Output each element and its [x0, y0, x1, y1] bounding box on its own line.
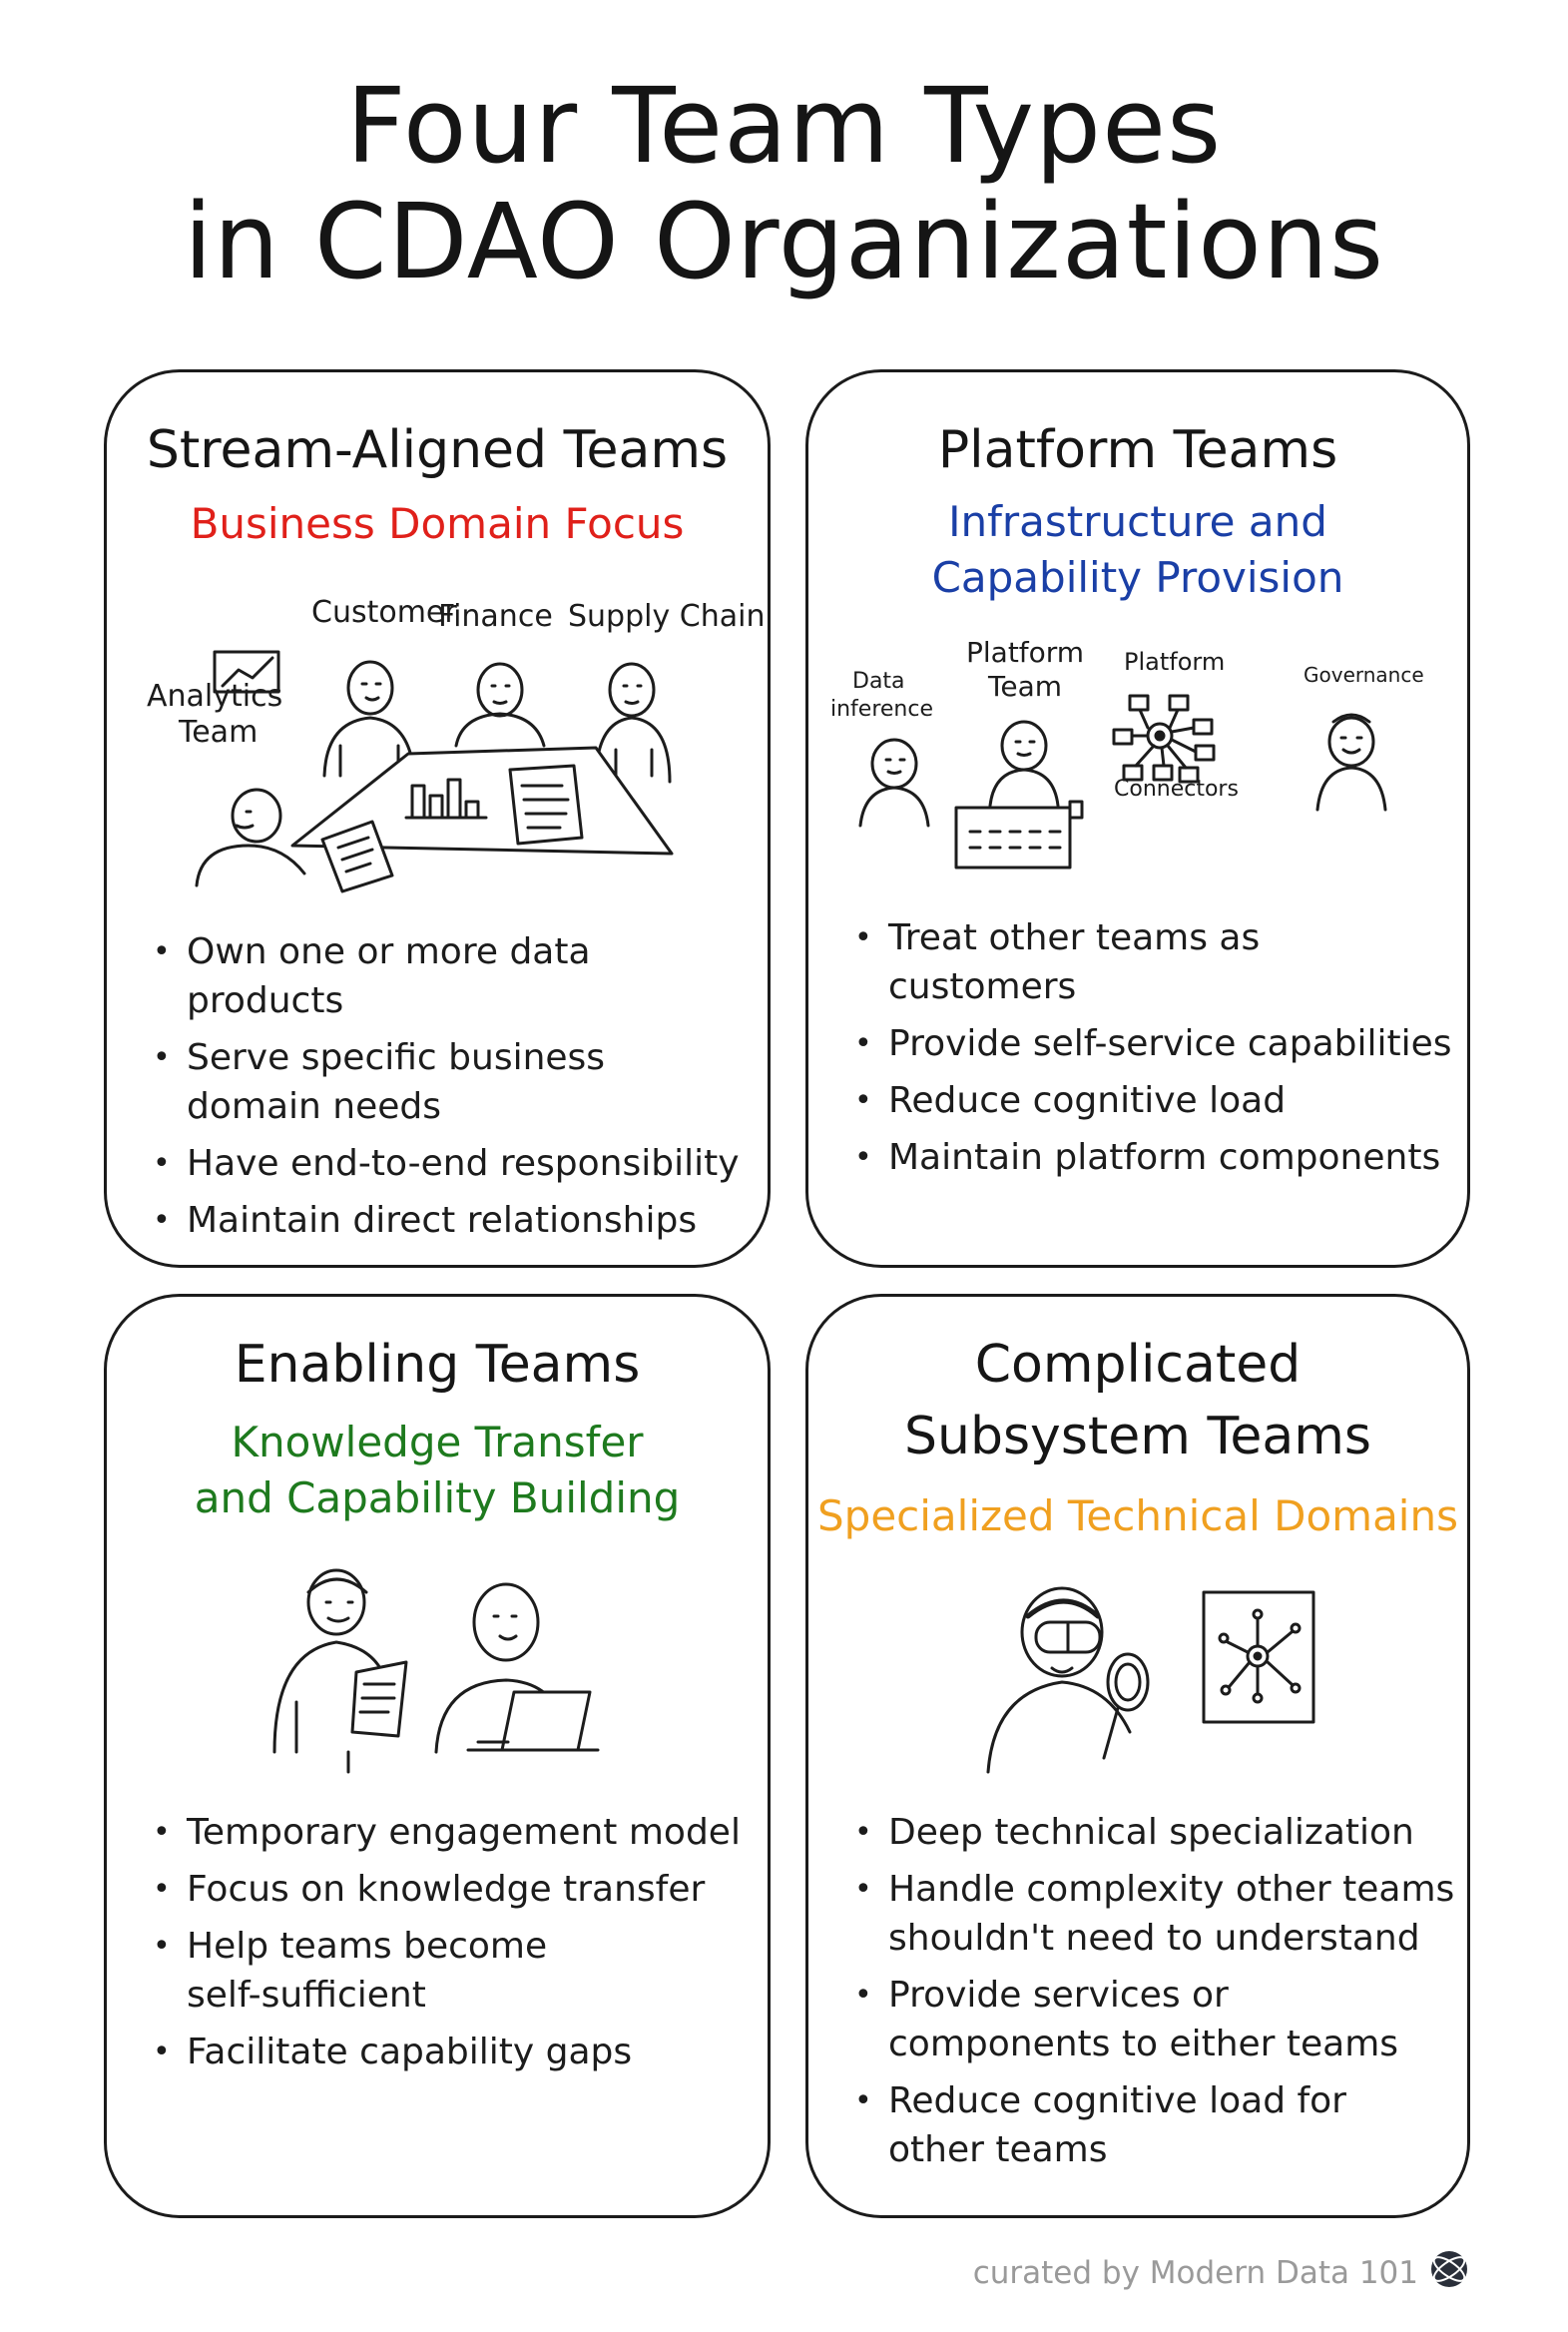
label-inference: inference [830, 697, 933, 722]
data-inference-person-icon [858, 738, 930, 828]
page-title: Four Team Types in CDAO Organizations [0, 68, 1568, 299]
stream-aligned-card: Stream-Aligned Teams Business Domain Foc… [104, 369, 771, 1268]
card-title-line-1: Complicated [974, 1335, 1302, 1395]
globe-logo-icon [1428, 2248, 1470, 2298]
magnifying-glass-icon [1102, 1652, 1150, 1760]
team-meeting-illustration: Customer Finance Supply Chain Analytics … [127, 586, 765, 893]
card-title: Platform Teams [937, 420, 1338, 480]
card-subtitle-line-1: Knowledge Transfer [231, 1418, 644, 1466]
paper-icon [350, 1660, 408, 1738]
title-line-2: in CDAO Organizations [183, 181, 1385, 302]
label-team: Team [178, 715, 258, 750]
laptop-icon [466, 1690, 600, 1752]
complicated-subsystem-card: Complicated Subsystem Teams Specialized … [805, 1294, 1470, 2218]
bullet-item: Have end-to-end responsibility [153, 1139, 752, 1188]
circuit-board-icon [1202, 1590, 1315, 1724]
bullet-item: Treat other teams as customers [854, 913, 1453, 1011]
report-sheet-icon [320, 820, 394, 893]
card-title: Stream-Aligned Teams [146, 420, 729, 480]
bullet-continuation: components to either teams [888, 2024, 1399, 2064]
connectors-network-icon [1112, 694, 1216, 784]
bullet-item: Provide services or [854, 1971, 1457, 2020]
card-title: Enabling Teams [234, 1335, 641, 1395]
bullet-item: Reduce cognitive load [854, 1076, 1453, 1125]
card-subtitle-line-2: and Capability Building [194, 1473, 681, 1522]
document-icon [508, 764, 584, 846]
enabling-card: Enabling Teams Knowledge Transfer and Ca… [104, 1294, 771, 2218]
platform-card: Platform Teams Infrastructure and Capabi… [805, 369, 1470, 1268]
coaching-illustration [257, 1552, 636, 1792]
finance-person-icon [454, 662, 546, 748]
bullet-continuation: other teams [888, 2129, 1108, 2170]
bar-chart-icon [404, 778, 488, 820]
bullet-item: Temporary engagement model [153, 1808, 762, 1857]
bullet-item: Reduce cognitive load for [854, 2076, 1457, 2125]
footer-credit: curated by Modern Data 101 [973, 2248, 1470, 2298]
keyboard-icon [954, 800, 1084, 870]
bullet-item: Deep technical specialization [854, 1808, 1457, 1857]
label-finance: Finance [438, 599, 553, 634]
card-subtitle: Business Domain Focus [190, 499, 685, 548]
platform-illustration: Data inference Platform Team Platform Co… [824, 626, 1453, 875]
bullet-continuation: domain needs [187, 1086, 441, 1127]
bullet-item: Focus on knowledge transfer [153, 1865, 762, 1914]
card-subtitle: Specialized Technical Domains [817, 1491, 1458, 1540]
label-data: Data [852, 669, 905, 694]
label-supply-chain: Supply Chain [568, 599, 765, 634]
bullet-continuation: shouldn't need to understand [888, 1918, 1420, 1959]
label-platform: Platform [1124, 648, 1225, 676]
bullet-item: Serve specific business [153, 1033, 752, 1082]
bullet-item: Own one or more data products [153, 927, 752, 1025]
label-platform-team-1: Platform [966, 636, 1084, 669]
specialist-person-icon [986, 1586, 1132, 1774]
bullet-list: Own one or more data products Serve spec… [153, 927, 752, 1253]
bullet-item: Maintain direct relationships [153, 1196, 752, 1245]
label-governance: Governance [1304, 663, 1424, 687]
bullet-list: Treat other teams as customers Provide s… [854, 913, 1453, 1190]
coach-person-icon [272, 1568, 388, 1774]
card-subtitle-line-2: Capability Provision [931, 553, 1344, 602]
label-platform-team-2: Team [987, 670, 1062, 703]
bullet-continuation: self-sufficient [187, 1975, 426, 2016]
governance-person-icon [1315, 713, 1387, 812]
bullet-item: Facilitate capability gaps [153, 2028, 762, 2076]
bullet-list: Temporary engagement model Focus on know… [153, 1808, 762, 2084]
specialist-illustration [958, 1572, 1327, 1792]
card-title-line-2: Subsystem Teams [903, 1407, 1372, 1466]
title-line-1: Four Team Types [345, 65, 1223, 187]
analytics-person-icon [195, 788, 306, 887]
chart-board-icon [213, 650, 280, 694]
bullet-item: Handle complexity other teams [854, 1865, 1457, 1914]
platform-team-person-icon [988, 720, 1060, 808]
footer-text: curated by Modern Data 101 [972, 2255, 1418, 2291]
bullet-item: Provide self-service capabilities [854, 1019, 1453, 1068]
bullet-list: Deep technical specialization Handle com… [854, 1808, 1457, 2182]
bullet-item: Maintain platform components [854, 1133, 1453, 1182]
label-customer: Customer [311, 595, 457, 630]
bullet-item: Help teams become [153, 1922, 762, 1971]
card-subtitle-line-1: Infrastructure and [948, 497, 1327, 546]
